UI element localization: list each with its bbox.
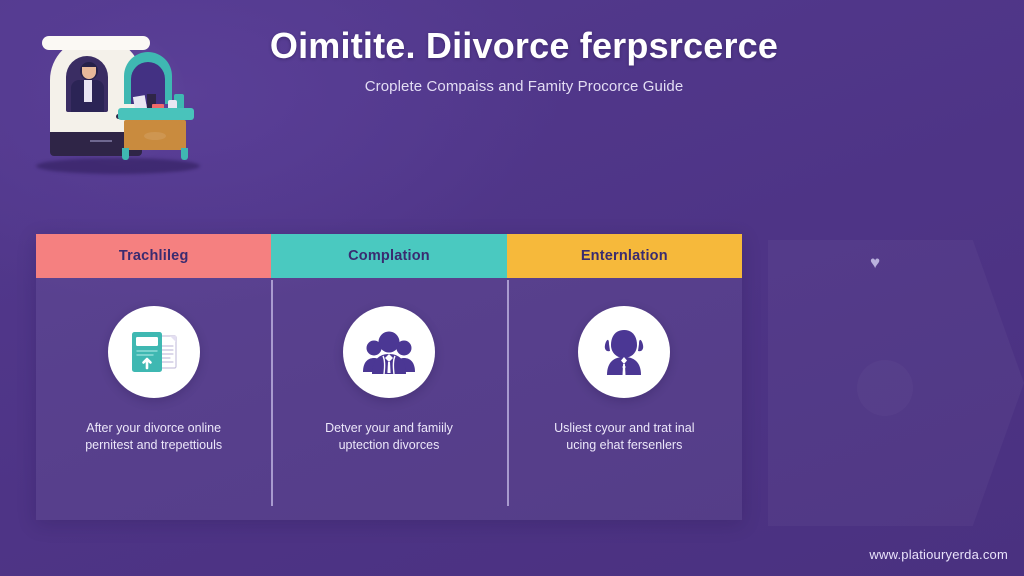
desk-cup-item — [174, 94, 184, 110]
icon-circle-2 — [342, 306, 435, 398]
column-1[interactable]: After your divorce online pernitest and … — [36, 278, 271, 520]
person-shirt — [84, 80, 92, 102]
desk-leg-right — [181, 148, 188, 160]
ghost-circle-decor — [857, 360, 913, 416]
desk-body — [124, 120, 186, 150]
desk-box-item — [168, 100, 177, 110]
reception-desk-illustration — [24, 22, 208, 174]
illustration-shadow — [36, 158, 200, 174]
person-face — [82, 67, 96, 79]
three-column-card: Trachlileg Complation Enternlation — [36, 234, 742, 520]
footer-website-url[interactable]: www.platiouryerda.com — [869, 547, 1008, 562]
column-header-2[interactable]: Complation — [271, 234, 507, 278]
booth-roof — [42, 36, 150, 50]
people-group-icon — [362, 331, 415, 375]
desk-leg-left — [122, 148, 129, 160]
column-3[interactable]: Usliest cyour and trat inal ucing ehat f… — [506, 278, 742, 520]
heart-icon: ♥ — [869, 253, 881, 272]
icon-circle-3 — [578, 306, 671, 398]
page-title: Oimitite. Diivorce ferpsrcerce — [269, 25, 779, 66]
icon-circle-1 — [107, 306, 200, 398]
column-header-1[interactable]: Trachlileg — [36, 234, 272, 278]
desk-book-item — [147, 94, 156, 110]
single-person-icon — [605, 330, 644, 375]
page-header: Oimitite. Diivorce ferpsrcerce Croplete … — [224, 24, 824, 95]
desk-top — [118, 108, 194, 120]
column-header-3[interactable]: Enternlation — [506, 234, 742, 278]
column-body-row: After your divorce online pernitest and … — [36, 278, 742, 520]
column-2-caption: Detver your and famiily uptection divorc… — [325, 421, 453, 452]
page-subtitle: Croplete Compaiss and Famity Procorce Gu… — [364, 78, 684, 95]
column-3-caption: Usliest cyour and trat inal ucing ehat f… — [554, 421, 695, 452]
column-1-caption: After your divorce online pernitest and … — [85, 421, 223, 452]
document-folder-icon — [131, 332, 177, 372]
desk-stamp-item — [152, 104, 164, 109]
column-2[interactable]: Detver your and famiily uptection divorc… — [271, 278, 506, 520]
column-header-row: Trachlileg Complation Enternlation — [36, 234, 742, 278]
